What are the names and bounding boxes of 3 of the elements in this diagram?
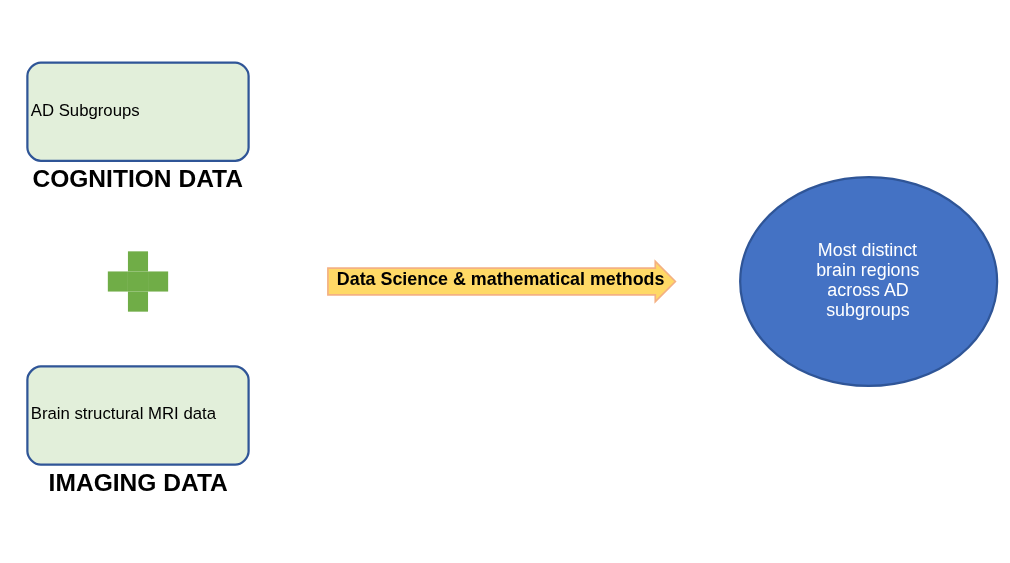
node-label: IMAGING DATA <box>48 469 228 497</box>
node-ellipse: Most distinct brain regions across AD subgroups <box>739 175 999 388</box>
node-label: COGNITION DATA <box>32 165 244 193</box>
